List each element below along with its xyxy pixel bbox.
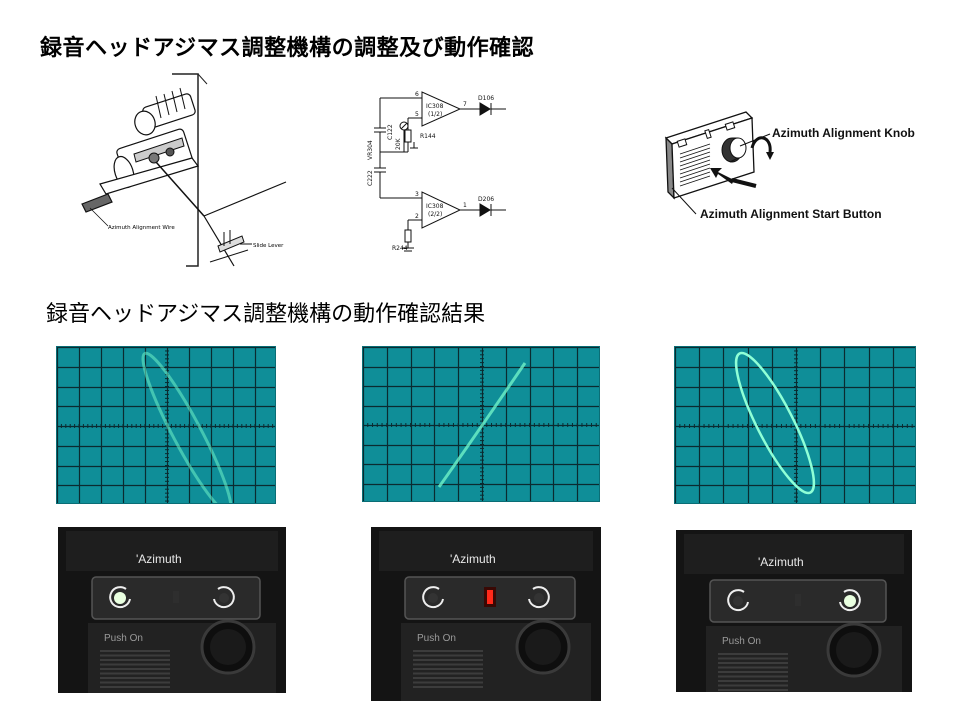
r244-label: R244 (392, 245, 408, 252)
oscilloscope-screen-2 (362, 346, 600, 502)
scope-trace (437, 362, 527, 488)
led-indicator-lit (114, 592, 126, 604)
azimuth-wire-label: Azimuth Alignment Wire (108, 225, 175, 231)
azimuth-label: 'Azimuth (450, 552, 496, 566)
ccw-arrow-icon (727, 589, 749, 612)
oscilloscope-screen-3 (674, 346, 916, 504)
ccw-arrow-icon (109, 586, 131, 609)
vr-value-label: 20K (395, 137, 402, 150)
c222-label: C222 (367, 170, 374, 186)
c122-label: C122 (387, 124, 394, 140)
oscilloscope-screen-1 (56, 346, 276, 504)
azimuth-label: 'Azimuth (758, 555, 804, 569)
pin-1-label: 1 (463, 202, 467, 209)
cw-arrow-icon (528, 586, 550, 609)
push-on-label: Push On (722, 636, 761, 647)
led-indicator (219, 593, 229, 603)
azimuth-label: 'Azimuth (136, 552, 182, 566)
scope-trace (141, 351, 233, 503)
pin-2-label: 2 (415, 213, 419, 220)
knob-label: Azimuth Alignment Knob (772, 126, 915, 140)
page-title: 録音ヘッドアジマス調整機構の調整及び動作確認 (40, 36, 535, 61)
vr304-label: VR304 (367, 140, 374, 160)
cw-arrow-icon (839, 589, 861, 612)
scope-trace (734, 351, 816, 495)
scope-grid (57, 347, 275, 503)
scope-grid (675, 347, 915, 503)
led-indicator (795, 594, 801, 606)
azimuth-circuit-schematic: IC308 (1/2) IC308 (2/2) 6 5 7 3 2 1 D106… (360, 86, 510, 256)
r144-label: R144 (420, 133, 436, 140)
ic-bottom-label: IC308 (426, 203, 444, 210)
led-indicator (173, 591, 179, 603)
led-indicator (733, 596, 743, 606)
push-on-label: Push On (104, 633, 143, 644)
results-title: 録音ヘッドアジマス調整機構の動作確認結果 (46, 302, 486, 327)
pin-6-label: 6 (415, 91, 419, 98)
azimuth-mechanism-drawing: Azimuth Alignment Wire Slide Lever (72, 66, 292, 276)
led-indicator (534, 593, 544, 603)
slide-lever-label: Slide Lever (253, 243, 284, 249)
diode-top-label: D106 (478, 95, 494, 102)
led-indicator-lit (487, 590, 493, 604)
ccw-arrow-icon (422, 586, 444, 609)
pin-7-label: 7 (463, 101, 467, 108)
led-indicator (428, 593, 438, 603)
start-button-label: Azimuth Alignment Start Button (700, 207, 882, 221)
ic-bottom-sub-label: (2/2) (428, 211, 442, 218)
azimuth-knob-drawing: Azimuth Alignment Knob Azimuth Alignment… (660, 108, 940, 228)
ic-top-label: IC308 (426, 103, 444, 110)
led-indicator-lit (844, 595, 856, 607)
ic-top-sub-label: (1/2) (428, 111, 442, 118)
push-on-label: Push On (417, 633, 456, 644)
pin-5-label: 5 (415, 111, 419, 118)
pin-3-label: 3 (415, 191, 419, 198)
diode-bottom-label: D206 (478, 196, 494, 203)
cw-arrow-icon (213, 586, 235, 609)
